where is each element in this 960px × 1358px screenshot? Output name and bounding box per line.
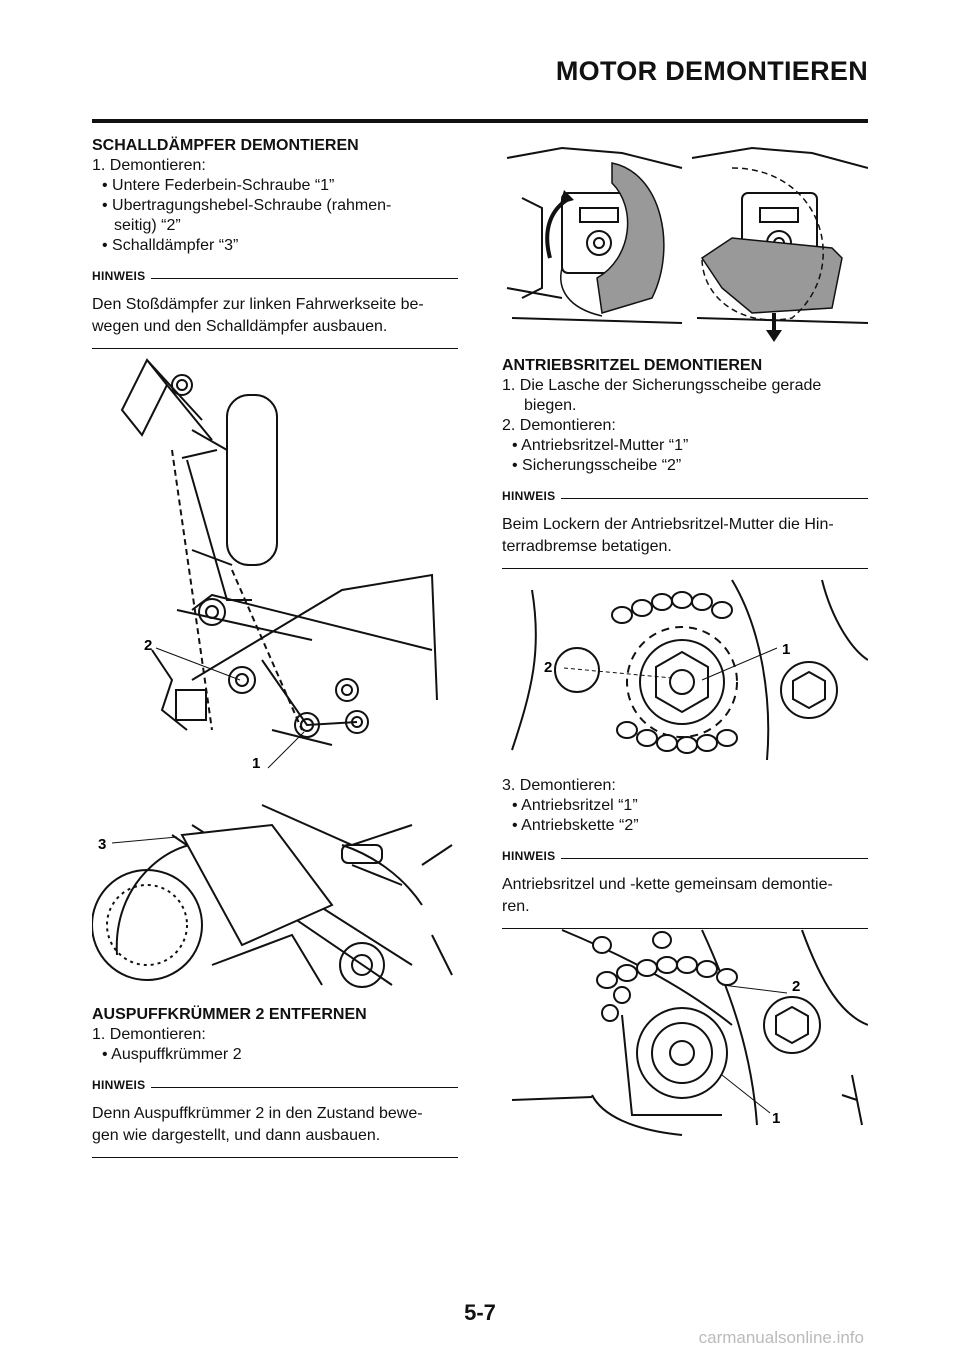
note-label: HINWEIS bbox=[92, 269, 146, 283]
note-rule bbox=[151, 1086, 458, 1088]
step-text: 1. Demontieren: bbox=[92, 1026, 206, 1043]
note-end-rule bbox=[92, 1157, 458, 1158]
note-end-rule bbox=[92, 348, 458, 349]
note-label: HINWEIS bbox=[502, 489, 556, 503]
callout-2: 2 bbox=[144, 637, 152, 654]
section-antriebsritzel-kette: 3. Demontieren: • Antriebsritzel “1” • A… bbox=[502, 776, 868, 929]
note-line-2: ren. bbox=[502, 898, 530, 915]
section-schalldaempfer: SCHALLDÄMPFER DEMONTIEREN 1. Demontieren… bbox=[92, 136, 458, 349]
muffler-illustration: 3 bbox=[92, 804, 453, 988]
sprocket-chain-illustration: 2 1 bbox=[511, 929, 868, 1136]
note-end-rule bbox=[502, 928, 868, 929]
step-text: 2. Demontieren: bbox=[502, 417, 616, 434]
section-heading: ANTRIEBSRITZEL DEMONTIEREN bbox=[502, 357, 763, 374]
shock-absorber-illustration: 2 1 bbox=[120, 358, 438, 772]
bullet-text: • Untere Federbein-Schraube “1” bbox=[102, 177, 335, 194]
step-text: 3. Demontieren: bbox=[502, 777, 616, 794]
note-line-1: Antriebsritzel und -kette gemeinsam demo… bbox=[502, 876, 833, 893]
note-end-rule bbox=[502, 568, 868, 569]
callout-1: 1 bbox=[772, 1110, 780, 1127]
bullet-text: • Antriebskette “2” bbox=[512, 817, 639, 834]
watermark: carmanualsonline.info bbox=[698, 1328, 864, 1347]
note-rule bbox=[151, 277, 458, 279]
note-text: Denn Auspuffkrümmer 2 in den Zustand bew… bbox=[92, 1103, 458, 1147]
callout-1: 1 bbox=[782, 641, 790, 658]
bullet-continuation: seitig) “2” bbox=[114, 217, 181, 234]
bullet-text: • Ubertragungshebel-Schraube (rahmen- bbox=[102, 197, 392, 214]
callout-3: 3 bbox=[98, 836, 106, 853]
note-line-1: Beim Lockern der Antriebsritzel-Mutter d… bbox=[502, 516, 834, 533]
note-label: HINWEIS bbox=[92, 1078, 146, 1092]
section-heading: SCHALLDÄMPFER DEMONTIEREN bbox=[92, 137, 359, 154]
section-antriebsritzel: ANTRIEBSRITZEL DEMONTIEREN 1. Die Lasche… bbox=[502, 356, 868, 569]
page-title: MOTOR DEMONTIEREN bbox=[555, 56, 868, 86]
callout-1: 1 bbox=[252, 755, 260, 772]
bullet-text: • Antriebsritzel-Mutter “1” bbox=[512, 437, 689, 454]
sprocket-nut-illustration: 2 1 bbox=[511, 579, 868, 760]
note-text: Beim Lockern der Antriebsritzel-Mutter d… bbox=[502, 514, 868, 558]
page-number: 5-7 bbox=[464, 1300, 496, 1325]
note-line-2: terradbremse betatigen. bbox=[502, 538, 672, 555]
bullet-text: • Schalldämpfer “3” bbox=[102, 237, 239, 254]
note-header: HINWEIS bbox=[92, 1075, 458, 1095]
note-line-2: gen wie dargestellt, und dann ausbauen. bbox=[92, 1127, 381, 1144]
note-text: Den Stoßdämpfer zur linken Fahrwerkseite… bbox=[92, 294, 458, 338]
step-text: 1. Die Lasche der Sicherungsscheibe gera… bbox=[502, 377, 822, 394]
note-line-2: wegen und den Schalldämpfer ausbauen. bbox=[92, 318, 388, 335]
callout-2: 2 bbox=[792, 978, 800, 995]
note-header: HINWEIS bbox=[502, 846, 868, 866]
note-header: HINWEIS bbox=[502, 486, 868, 506]
bullet-text: • Sicherungsscheibe “2” bbox=[512, 457, 682, 474]
note-line-1: Denn Auspuffkrümmer 2 in den Zustand bew… bbox=[92, 1105, 423, 1122]
note-header: HINWEIS bbox=[92, 266, 458, 286]
header-rule bbox=[92, 119, 868, 123]
exhaust-pipe-removal-illustration bbox=[506, 146, 868, 342]
note-rule bbox=[561, 857, 868, 859]
step-continuation: biegen. bbox=[524, 397, 577, 414]
section-heading: AUSPUFFKRÜMMER 2 ENTFERNEN bbox=[92, 1006, 367, 1023]
step-text: 1. Demontieren: bbox=[92, 157, 206, 174]
bullet-text: • Auspuffkrümmer 2 bbox=[102, 1046, 242, 1063]
note-label: HINWEIS bbox=[502, 849, 556, 863]
note-rule bbox=[561, 497, 868, 499]
note-text: Antriebsritzel und -kette gemeinsam demo… bbox=[502, 874, 868, 918]
section-auspuffkruemmer: AUSPUFFKRÜMMER 2 ENTFERNEN 1. Demontiere… bbox=[92, 1005, 458, 1158]
bullet-text: • Antriebsritzel “1” bbox=[512, 797, 638, 814]
callout-2: 2 bbox=[544, 659, 552, 676]
note-line-1: Den Stoßdämpfer zur linken Fahrwerkseite… bbox=[92, 296, 424, 313]
